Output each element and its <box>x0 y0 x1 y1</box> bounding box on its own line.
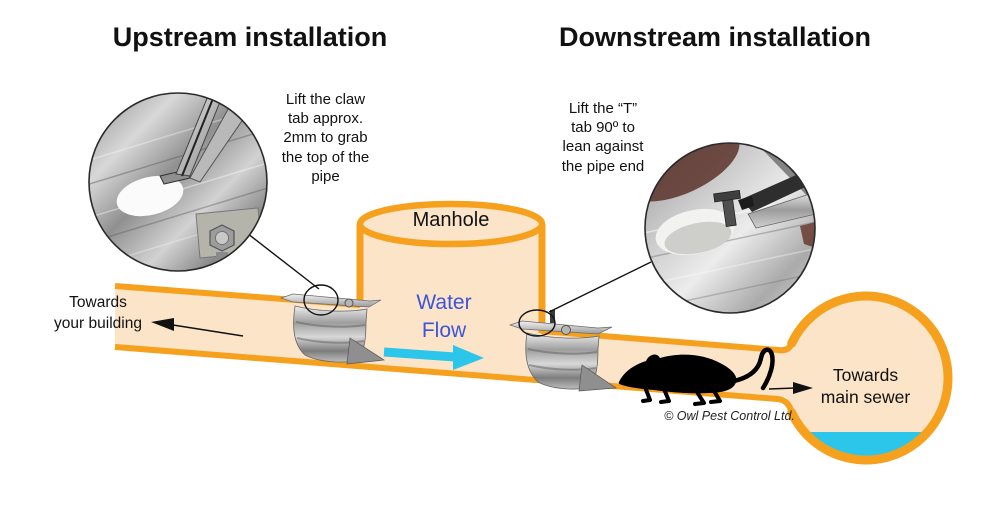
upstream-leader-line <box>242 229 320 290</box>
downstream-instruction: Lift the “T” tab 90º to lean against the… <box>561 100 645 175</box>
manhole-rim <box>356 200 546 248</box>
downstream-tab-highlight-circle <box>518 309 556 337</box>
water-flow-arrow-icon <box>383 345 484 370</box>
downstream-device-band-streaks <box>527 348 598 371</box>
upstream-device-band-streaks <box>295 321 366 344</box>
downstream-photo-plier-jaw-light <box>747 191 815 229</box>
upstream-device-flange <box>279 293 382 308</box>
downstream-photo-inset <box>644 142 816 314</box>
downstream-leader-line <box>548 261 652 313</box>
pipe-bottom-border <box>114 344 795 414</box>
upstream-title: Upstream installation <box>112 22 388 52</box>
right-arrow-head <box>793 382 813 394</box>
callout-links <box>242 229 652 337</box>
towards-sewer-arrow-icon <box>768 382 813 394</box>
downstream-blocker-device <box>508 310 618 392</box>
downstream-photo-t-tab <box>713 189 741 227</box>
upstream-photo-plier-seam <box>181 95 215 177</box>
rat-tail <box>731 347 775 391</box>
downstream-device-bolt <box>561 325 571 335</box>
water-flow-label: Water Flow <box>416 291 472 343</box>
towards-sewer-label: Towards main sewer <box>820 365 911 408</box>
downstream-photo-hole-shade <box>664 221 732 255</box>
towards-building-label: Towards your building <box>54 294 142 332</box>
downstream-title: Downstream installation <box>558 22 872 52</box>
downstream-device-fin <box>578 364 618 392</box>
downstream-photo-plier-jaw-dark <box>742 168 815 212</box>
downstream-photo-border <box>644 142 816 314</box>
left-arrow-head <box>151 318 174 331</box>
upstream-blocker-device <box>279 293 386 365</box>
pipe-top-border-downstream <box>540 328 795 354</box>
left-arrow-shaft <box>172 324 244 337</box>
downstream-photo-red-edge <box>800 222 815 248</box>
towards-building-arrow-icon <box>151 318 244 337</box>
upstream-device-fin <box>346 337 386 365</box>
upstream-device-bolt <box>344 298 354 308</box>
flow-arrow-head <box>453 345 484 370</box>
sewer-chamber-wall <box>787 291 953 465</box>
upstream-photo-border <box>88 92 268 272</box>
upstream-instruction: Lift the claw tab approx. 2mm to grab th… <box>281 91 370 185</box>
right-arrow-shaft <box>768 387 796 390</box>
manhole-label: Manhole <box>412 209 490 231</box>
flow-arrow-shaft <box>383 347 456 362</box>
rat-legs <box>641 385 722 406</box>
sewer-chamber-body <box>784 296 948 460</box>
upstream-tab-highlight-circle <box>303 284 339 316</box>
upstream-photo-plier-jaw-1 <box>175 93 225 177</box>
rat-icon <box>618 347 775 406</box>
copyright-label: © Owl Pest Control Ltd. <box>664 409 795 423</box>
upstream-photo-hole <box>116 175 184 217</box>
manhole <box>356 200 546 333</box>
rat-body <box>618 354 737 394</box>
downstream-photo-plier-tip <box>738 196 754 210</box>
downstream-device-flange <box>508 320 613 335</box>
